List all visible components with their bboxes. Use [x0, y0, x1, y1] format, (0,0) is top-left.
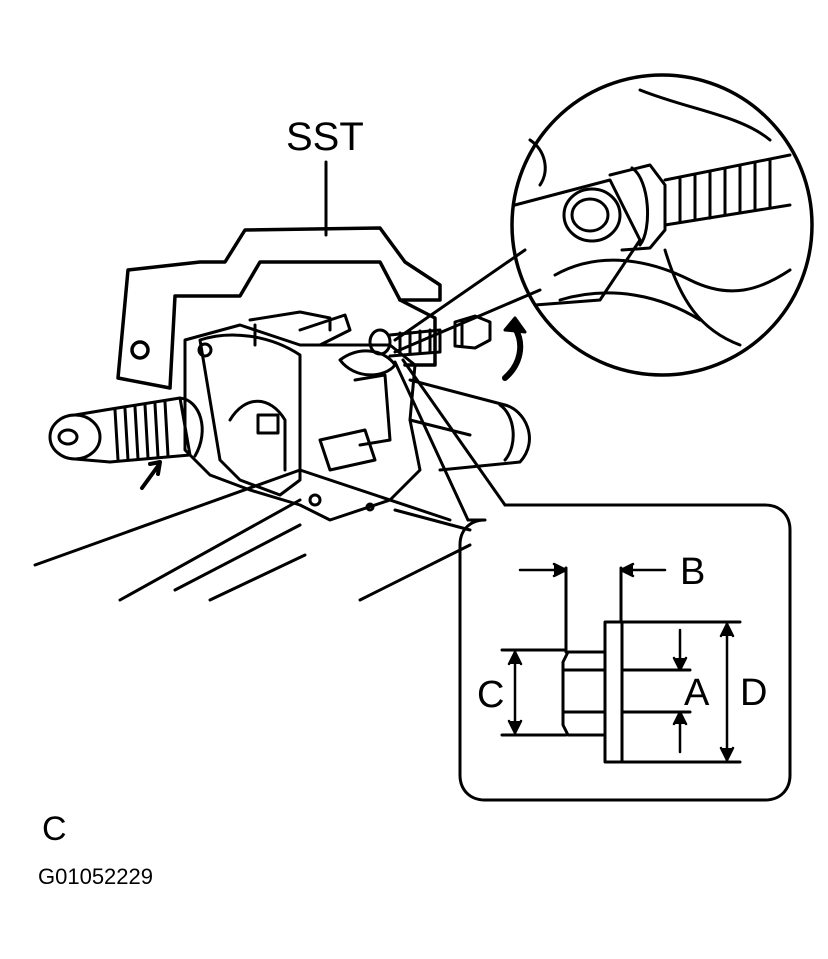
dimension-b-label: B [680, 551, 706, 593]
figure-code: G01052229 [38, 864, 153, 889]
dimension-c-label: C [477, 674, 505, 716]
sst-label: SST [286, 115, 364, 159]
curved-arrow-icon [502, 316, 527, 381]
dimension-c [507, 650, 523, 735]
splined-shaft [48, 396, 204, 464]
dimension-a [672, 628, 688, 754]
pointer-arrow-icon [140, 460, 162, 490]
dimension-b [518, 562, 667, 578]
dimension-d-label: D [740, 672, 768, 714]
bolt [368, 314, 492, 358]
detail-callout-circle [393, 73, 814, 377]
sst-bracket [116, 226, 442, 390]
column-housing [183, 310, 422, 522]
dimension-d [719, 622, 735, 762]
dimension-a-label: A [684, 672, 710, 714]
figure-letter: C [42, 810, 67, 848]
nut-section [500, 566, 742, 764]
section-callout-box [393, 358, 792, 802]
column-tube-right [408, 378, 531, 472]
